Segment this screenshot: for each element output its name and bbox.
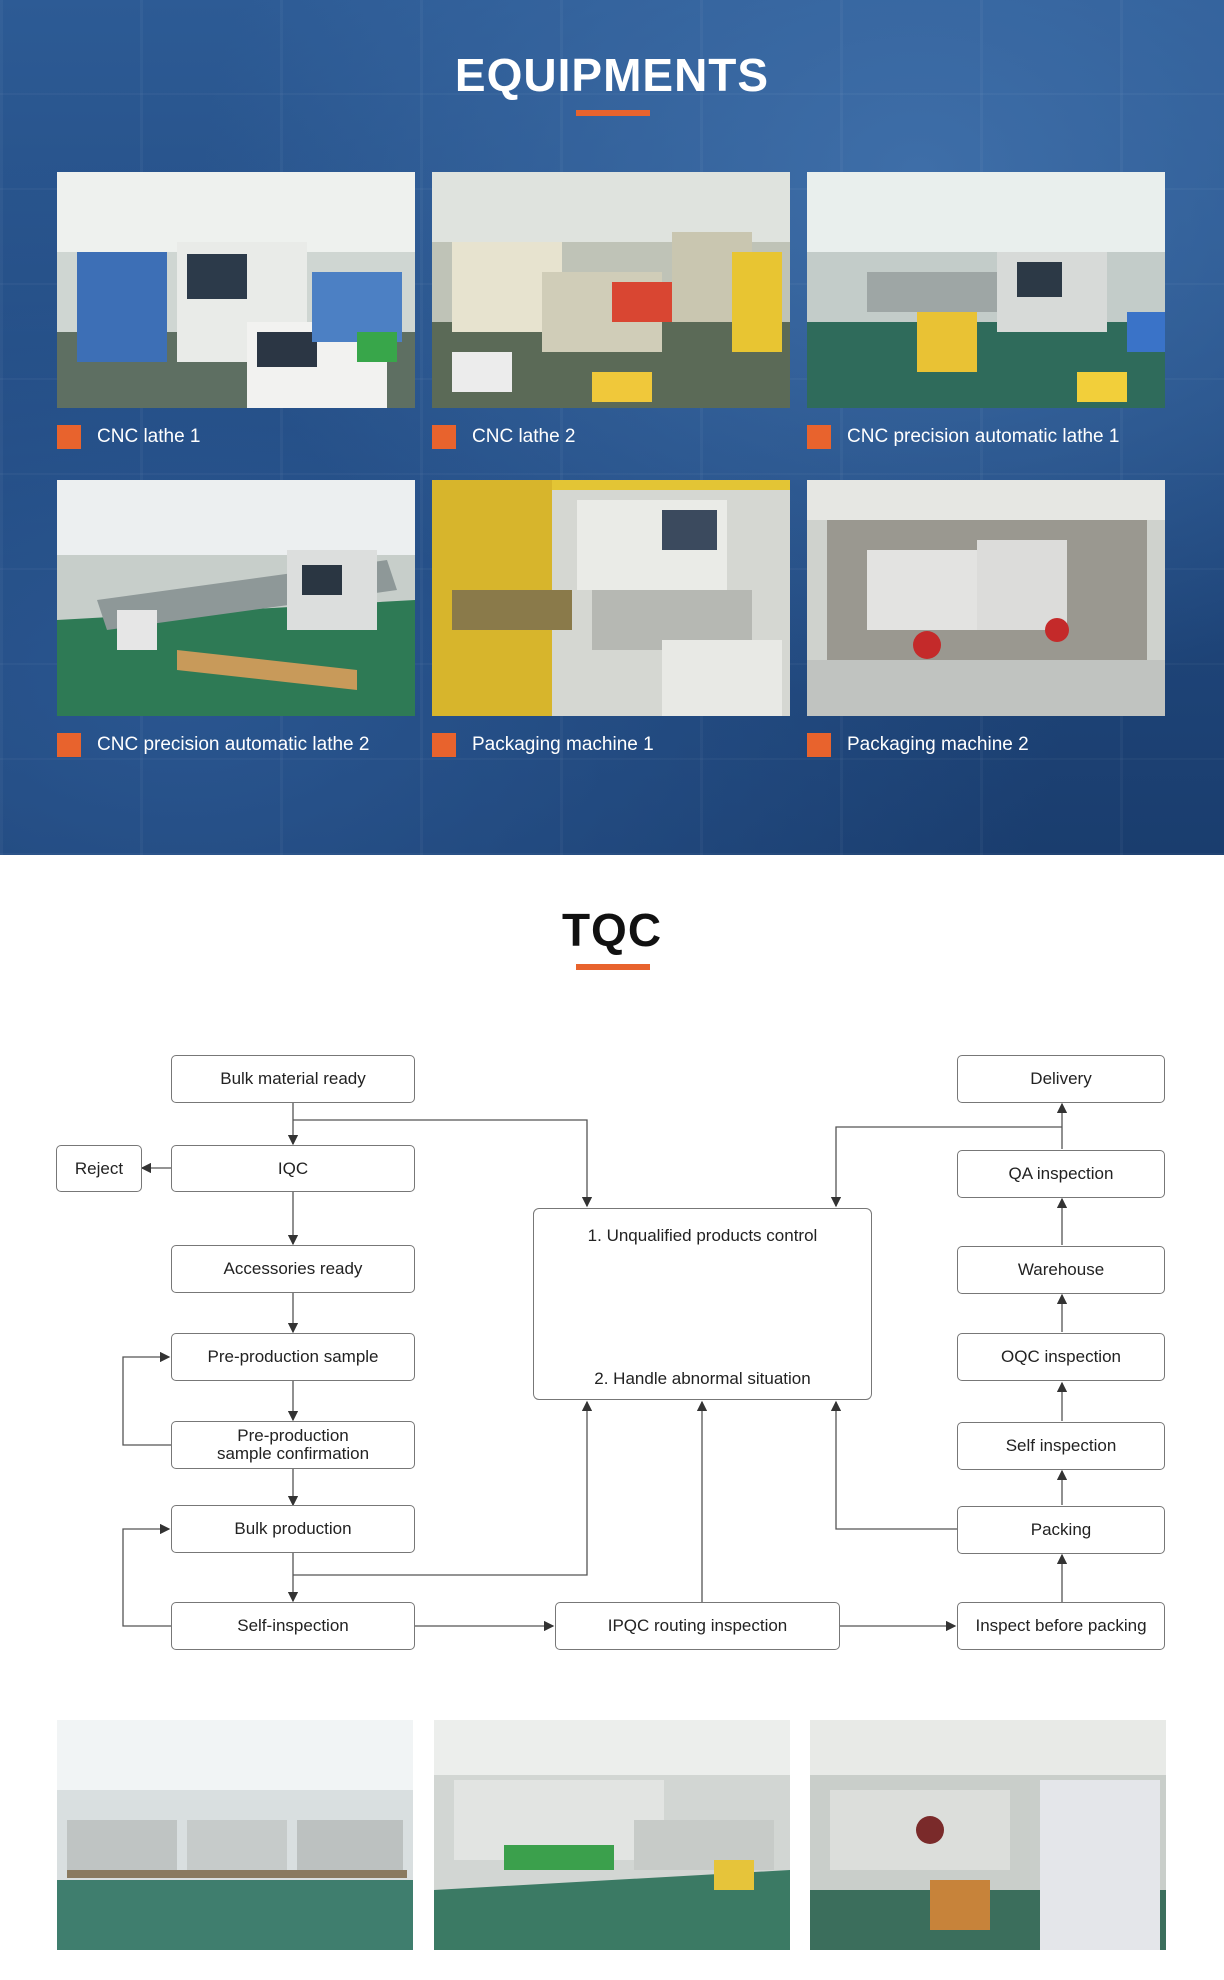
flow-unqualified-products-box: 1. Unqualified products control 2. Handl… [533, 1208, 872, 1400]
equipment-photo-packaging-machine-1[interactable] [432, 480, 790, 716]
caption-label: CNC precision automatic lathe 2 [97, 734, 370, 755]
flow-text-line: sample confirmation [216, 1444, 370, 1463]
flow-center-line-1: 1. Unqualified products control [587, 1226, 818, 1245]
caption-label: Packaging machine 2 [847, 734, 1029, 755]
equipment-caption-6: Packaging machine 2 [807, 732, 1029, 758]
flow-accessories-ready: Accessories ready [171, 1245, 415, 1293]
flow-delivery: Delivery [957, 1055, 1165, 1103]
equipment-photo-packaging-machine-2[interactable] [807, 480, 1165, 716]
flow-inspect-before-packing: Inspect before packing [957, 1602, 1165, 1650]
caption-label: Packaging machine 1 [472, 734, 654, 755]
flow-bulk-production: Bulk production [171, 1505, 415, 1553]
caption-label: CNC lathe 2 [472, 426, 576, 447]
tqc-photo-3[interactable] [810, 1720, 1166, 1950]
equipment-caption-3: CNC precision automatic lathe 1 [807, 424, 1119, 450]
caption-square-icon [807, 425, 831, 449]
flow-center-line-2: 2. Handle abnormal situation [594, 1369, 811, 1388]
caption-square-icon [432, 733, 456, 757]
flow-packing: Packing [957, 1506, 1165, 1554]
flow-iqc: IQC [171, 1145, 415, 1192]
equipment-caption-2: CNC lathe 2 [432, 424, 576, 450]
equipment-photo-cnc-precision-lathe-1[interactable] [807, 172, 1165, 408]
flow-text-line: Pre-production [237, 1426, 349, 1445]
caption-square-icon [57, 733, 81, 757]
caption-label: CNC precision automatic lathe 1 [847, 426, 1120, 447]
title-underline [576, 964, 650, 970]
flow-ipqc-routing-inspection: IPQC routing inspection [555, 1602, 840, 1650]
tqc-photo-2[interactable] [434, 1720, 790, 1950]
flow-self-inspection-right: Self inspection [957, 1422, 1165, 1470]
flow-reject: Reject [56, 1145, 142, 1192]
flow-bulk-material-ready: Bulk material ready [171, 1055, 415, 1103]
flow-warehouse: Warehouse [957, 1246, 1165, 1294]
caption-square-icon [57, 425, 81, 449]
flow-oqc-inspection: OQC inspection [957, 1333, 1165, 1381]
title-underline [576, 110, 650, 116]
equipment-photo-cnc-lathe-1[interactable] [57, 172, 415, 408]
equipment-caption-5: Packaging machine 1 [432, 732, 654, 758]
flow-self-inspection: Self-inspection [171, 1602, 415, 1650]
flow-pre-production-sample: Pre-production sample [171, 1333, 415, 1381]
equipment-photo-cnc-lathe-2[interactable] [432, 172, 790, 408]
tqc-title: TQC [561, 904, 663, 956]
equipments-section: EQUIPMENTS [0, 0, 1224, 855]
caption-label: CNC lathe 1 [97, 426, 201, 447]
equipment-photo-cnc-precision-lathe-2[interactable] [57, 480, 415, 716]
caption-square-icon [432, 425, 456, 449]
flow-qa-inspection: QA inspection [957, 1150, 1165, 1198]
tqc-photo-1[interactable] [57, 1720, 413, 1950]
equipment-caption-1: CNC lathe 1 [57, 424, 201, 450]
flow-pre-production-confirmation: Pre-production sample confirmation [171, 1421, 415, 1469]
equipments-title: EQUIPMENTS [454, 49, 770, 101]
equipment-caption-4: CNC precision automatic lathe 2 [57, 732, 369, 758]
caption-square-icon [807, 733, 831, 757]
